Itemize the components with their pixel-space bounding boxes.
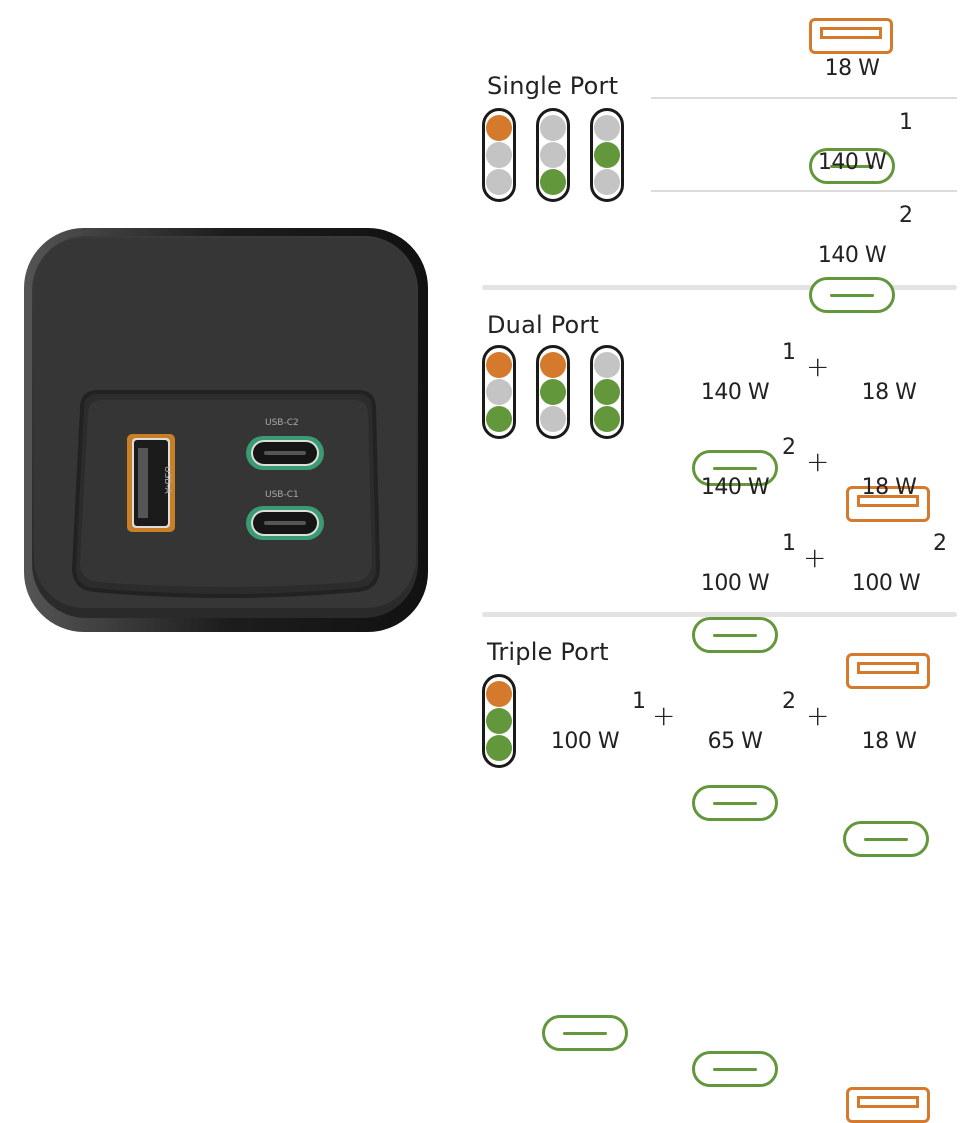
indicator-group-triple [482, 674, 516, 768]
indicator-dot-green [486, 734, 512, 761]
indicator-dot-gray [540, 405, 566, 432]
indicator-light-set [590, 108, 624, 202]
usb-c-port-icon [542, 1015, 628, 1051]
indicator-dot-gray [486, 378, 512, 405]
usb-c-port-icon [809, 148, 895, 184]
indicator-dot-orange [486, 115, 512, 142]
port-number: 2 [933, 531, 947, 556]
port-number: 2 [899, 203, 913, 228]
indicator-dot-green [486, 707, 512, 734]
indicator-dot-orange [540, 352, 566, 379]
indicator-dot-green [486, 405, 512, 432]
wattage-label: 100 W [851, 571, 921, 596]
indicator-dot-gray [594, 352, 620, 379]
indicator-dot-green [594, 141, 620, 168]
indicator-light-set [590, 345, 624, 439]
usb-a-port-icon [846, 486, 930, 522]
wattage-label: 140 W [817, 150, 887, 175]
usb-c-port-icon [692, 785, 778, 821]
usb-c-port-icon [692, 1051, 778, 1087]
usb-c-port-icon [843, 821, 929, 857]
indicator-dot-green [594, 405, 620, 432]
charger-face [24, 228, 428, 632]
port-number: 1 [782, 340, 796, 365]
usb-a-port-icon [846, 653, 930, 689]
port-label-usb-c1: USB-C1 [265, 490, 299, 500]
indicator-dot-gray [540, 115, 566, 142]
indicator-dot-gray [594, 115, 620, 142]
wattage-label: 18 W [861, 475, 917, 500]
indicator-dot-gray [486, 168, 512, 195]
usb-a-port-icon [846, 1087, 930, 1123]
section-title-single: Single Port [487, 72, 619, 100]
usb-c-port-icon [809, 277, 895, 313]
indicator-dot-green [540, 168, 566, 195]
wattage-label: 18 W [861, 380, 917, 405]
wattage-label: 18 W [861, 729, 917, 754]
wattage-label: 140 W [700, 380, 770, 405]
wattage-label: 65 W [707, 729, 763, 754]
plus-sign: + [806, 445, 830, 478]
indicator-dot-gray [540, 141, 566, 168]
wattage-label: 100 W [700, 571, 770, 596]
indicator-light-set [482, 108, 516, 202]
charger-device-illustration: USB-A USB-C2 USB-C1 [24, 228, 428, 632]
port-number: 2 [782, 689, 796, 714]
usb-c-port-icon [692, 450, 778, 486]
divider [651, 190, 957, 192]
indicator-dot-orange [486, 681, 512, 708]
port-number: 2 [782, 435, 796, 460]
port-number: 1 [899, 110, 913, 135]
indicator-dot-orange [486, 352, 512, 379]
plus-sign: + [806, 699, 830, 732]
divider [651, 97, 957, 99]
port-label-usb-a: USB-A [162, 466, 172, 494]
wattage-label: 140 W [817, 243, 887, 268]
section-divider [482, 612, 957, 617]
plus-sign: + [803, 541, 827, 574]
wattage-label: 100 W [550, 729, 620, 754]
indicator-dot-gray [486, 141, 512, 168]
plus-sign: + [806, 350, 830, 383]
section-title-dual: Dual Port [487, 311, 600, 339]
indicator-light-set [482, 345, 516, 439]
indicator-light-set [536, 345, 570, 439]
section-divider [482, 285, 957, 290]
indicator-light-set [536, 108, 570, 202]
usb-a-port-icon [809, 18, 893, 54]
plus-sign: + [652, 699, 676, 732]
port-number: 1 [782, 531, 796, 556]
indicator-dot-green [594, 378, 620, 405]
wattage-label: 140 W [700, 475, 770, 500]
port-number: 1 [632, 689, 646, 714]
section-title-triple: Triple Port [487, 638, 609, 666]
usb-c-port-icon [692, 617, 778, 653]
port-label-usb-c2: USB-C2 [265, 418, 299, 428]
wattage-label: 18 W [824, 56, 880, 81]
indicator-group-dual [482, 345, 624, 439]
indicator-group-single [482, 108, 624, 202]
indicator-dot-gray [594, 168, 620, 195]
indicator-light-set [482, 674, 516, 768]
indicator-dot-green [540, 378, 566, 405]
